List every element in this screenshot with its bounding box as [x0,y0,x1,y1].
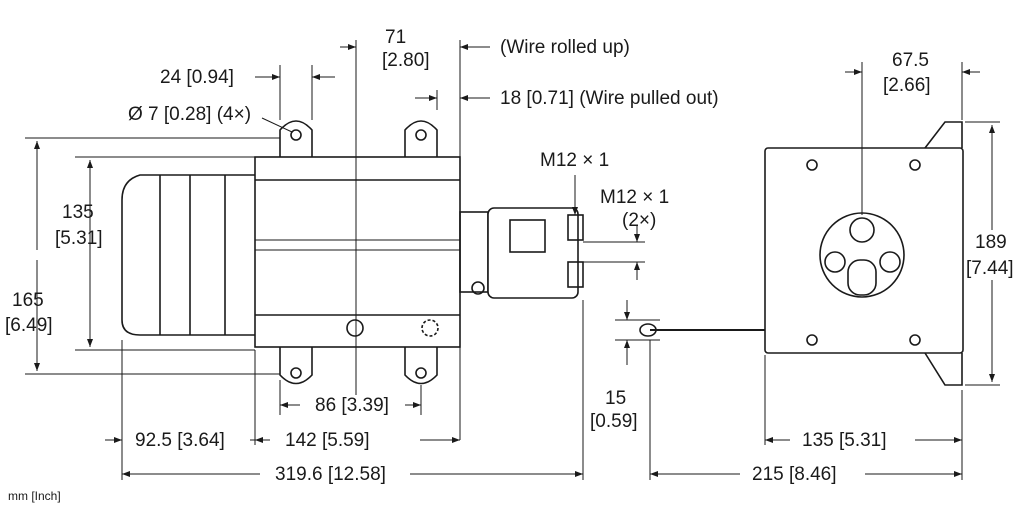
dim-71: 71 [385,27,407,48]
front-view [639,121,964,386]
dim-319-6: 319.6 [12.58] [275,464,386,485]
dim-86: 86 [3.39] [315,395,389,416]
dim-92-5: 92.5 [3.64] [135,430,225,451]
dim-215: 215 [8.46] [752,464,837,485]
hole-dim: Ø 7 [0.28] (4×) [128,104,252,125]
dim-135-front: 135 [5.31] [802,430,887,451]
dim-67-5: 67.5 [892,50,929,71]
dim-135: 135 [62,202,94,223]
units-label: mm [Inch] [8,489,61,503]
dim-15: 15 [605,388,627,409]
connector-m12-label-2: M12 × 1 [600,187,670,208]
dimension-lines [25,40,1000,480]
dim-165-inch: [6.49] [5,315,53,336]
dim-165: 165 [12,290,44,311]
dim-24: 24 [0.94] [160,67,234,88]
dim-189: 189 [975,232,1007,253]
side-view [121,120,584,385]
connector-count: (2×) [622,210,657,231]
dim-142: 142 [5.59] [285,430,370,451]
wire-rolled-label: (Wire rolled up) [500,37,630,58]
dim-67-5-inch: [2.66] [883,75,931,96]
dim-189-inch: [7.44] [966,258,1014,279]
dim-18: 18 [0.71] (Wire pulled out) [500,88,719,109]
connector-m12-label: M12 × 1 [540,150,610,171]
dim-135-inch: [5.31] [55,228,103,249]
dim-15-inch: [0.59] [590,411,638,432]
dim-71-inch: [2.80] [382,50,430,71]
